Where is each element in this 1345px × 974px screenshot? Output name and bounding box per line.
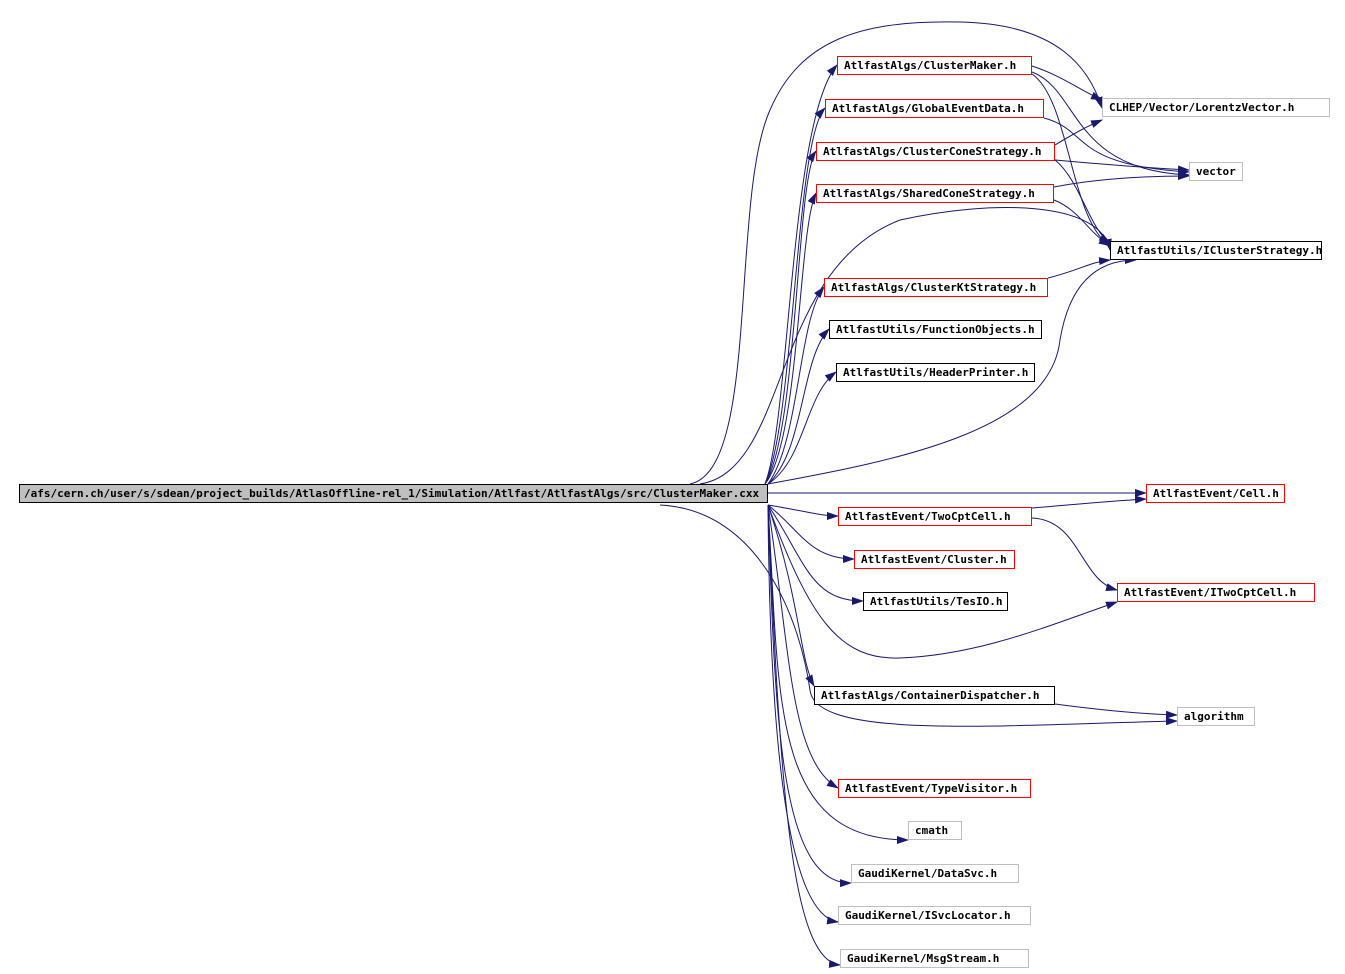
node-containerdispatcher-h: AtlfastAlgs/ContainerDispatcher.h: [814, 686, 1055, 705]
edge-root-ms: [767, 504, 841, 968]
node-globaleventdata-h[interactable]: AtlfastAlgs/GlobalEventData.h: [825, 99, 1044, 118]
edge-root-cd: [767, 504, 815, 687]
node-itwocptcell-h[interactable]: AtlfastEvent/ITwoCptCell.h: [1117, 583, 1315, 602]
edge-root-lv: [689, 21, 1103, 485]
edge-tcc-cell: [1031, 495, 1147, 509]
edge-scs-ics: [1053, 199, 1111, 246]
node-clustermaker-h[interactable]: AtlfastAlgs/ClusterMaker.h: [837, 56, 1032, 75]
node-vector: vector: [1189, 162, 1243, 181]
node-cluster-h[interactable]: AtlfastEvent/Cluster.h: [854, 550, 1015, 569]
node-algorithm: algorithm: [1177, 707, 1255, 726]
edge-root-cmath: [767, 504, 909, 844]
edge-root-tcc: [767, 504, 839, 520]
edge-root-isl: [767, 504, 839, 925]
edge-root-ged: [764, 107, 826, 485]
node-functionobjects-h: AtlfastUtils/FunctionObjects.h: [829, 320, 1042, 339]
edge-tcc-itcc: [1031, 517, 1118, 591]
node-tesio-h: AtlfastUtils/TesIO.h: [863, 592, 1008, 611]
node-cmath: cmath: [908, 821, 962, 840]
edge-root-ics2: [767, 256, 1137, 485]
node-clusterktstrategy-h[interactable]: AtlfastAlgs/ClusterKtStrategy.h: [824, 278, 1048, 297]
node-msgstream-h: GaudiKernel/MsgStream.h: [840, 949, 1029, 968]
edge-root-ics: [699, 207, 1112, 485]
node-cell-h[interactable]: AtlfastEvent/Cell.h: [1146, 484, 1285, 503]
edge-cm-lv: [1031, 65, 1103, 101]
edge-root-scs: [764, 192, 817, 485]
edge-root-ckt: [767, 286, 825, 485]
edge-root-ccs: [764, 150, 817, 485]
edge-root-fo: [767, 328, 830, 485]
node-clustermaker-cxx: /afs/cern.ch/user/s/sdean/project_builds…: [19, 484, 768, 503]
node-sharedconestrategy-h[interactable]: AtlfastAlgs/SharedConeStrategy.h: [816, 184, 1054, 203]
edge-root-alg: [659, 504, 1178, 727]
edge-cm-ics: [1031, 73, 1111, 247]
node-iclusterstrategy-h: AtlfastUtils/IClusterStrategy.h: [1110, 241, 1322, 260]
edge-root-itcc: [767, 504, 1118, 659]
edge-ccs-lv: [1054, 119, 1103, 146]
edge-ccs-vec: [1054, 159, 1190, 174]
edge-ckt-ics: [1047, 257, 1111, 279]
edge-root-tv: [767, 504, 839, 789]
node-headerprinter-h: AtlfastUtils/HeaderPrinter.h: [836, 363, 1035, 382]
edge-cd-alg: [1054, 703, 1178, 719]
edge-root-clu: [767, 504, 855, 563]
edge-root-hp: [767, 371, 837, 485]
edge-root-tes: [767, 504, 864, 605]
node-datasvc-h: GaudiKernel/DataSvc.h: [851, 864, 1019, 883]
node-isvclocator-h: GaudiKernel/ISvcLocator.h: [838, 906, 1031, 925]
node-twocptcell-h[interactable]: AtlfastEvent/TwoCptCell.h: [838, 507, 1032, 526]
edge-root-cm: [764, 64, 838, 485]
node-clusterconestrategy-h[interactable]: AtlfastAlgs/ClusterConeStrategy.h: [816, 142, 1055, 161]
edge-scs-vec: [1053, 172, 1190, 188]
node-typevisitor-h[interactable]: AtlfastEvent/TypeVisitor.h: [838, 779, 1031, 798]
node-lorentzvector-h: CLHEP/Vector/LorentzVector.h: [1102, 98, 1330, 117]
edge-root-ds: [767, 504, 852, 888]
